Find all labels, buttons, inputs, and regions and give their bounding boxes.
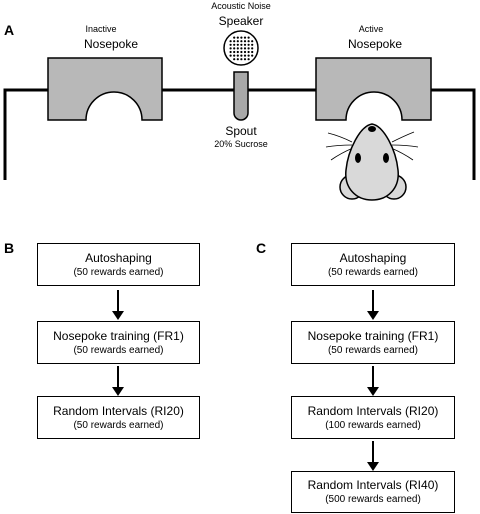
- speaker-grille-dot: [251, 54, 254, 57]
- speaker-grille-dot: [251, 47, 254, 50]
- active-label: Active: [358, 24, 384, 34]
- speaker-grille-dot: [229, 43, 232, 46]
- speaker-grille-dot: [240, 47, 243, 50]
- active-nosepoke-label: Nosepoke: [347, 37, 403, 51]
- c-step-detail: (50 rewards earned): [327, 266, 419, 278]
- speaker-caption: Acoustic Noise: [211, 1, 271, 11]
- speaker-grille-dot: [233, 43, 236, 46]
- b-step-detail: (50 rewards earned): [73, 419, 164, 431]
- speaker-label: Speaker: [218, 14, 264, 28]
- b-step-detail: (50 rewards earned): [73, 266, 164, 278]
- c-step-title: Autoshaping: [339, 250, 407, 265]
- c-step-detail: (100 rewards earned): [325, 419, 421, 431]
- speaker-grille-dot: [229, 40, 232, 43]
- speaker-grille-dot: [247, 54, 250, 57]
- speaker-grille-dot: [240, 36, 243, 39]
- speaker-grille-dot: [229, 54, 232, 57]
- inactive-nosepoke-label: Nosepoke: [83, 37, 139, 51]
- speaker-grille-dot: [243, 50, 247, 54]
- c-step-detail: (500 rewards earned): [325, 494, 421, 505]
- c-step-random-intervals-ri40: Random Intervals (RI40) (500 rewards ear…: [291, 471, 455, 513]
- speaker-grille-dot: [236, 36, 239, 39]
- b-arrow-1: [112, 290, 124, 320]
- speaker-grille-dot: [236, 43, 239, 46]
- speaker-grille-dot: [240, 54, 243, 57]
- speaker-grille-dot: [247, 47, 250, 50]
- speaker-grille-dot: [243, 36, 247, 39]
- b-step-random-intervals-ri20: Random Intervals (RI20) (50 rewards earn…: [37, 396, 200, 439]
- speaker-grille-dot: [233, 36, 236, 39]
- spout: [233, 71, 249, 121]
- spout-label: Spout: [225, 124, 257, 138]
- speaker-grille-dot: [229, 47, 232, 50]
- speaker-grille-dot: [243, 47, 247, 50]
- b-step-title: Nosepoke training (FR1): [53, 328, 184, 343]
- chamber-diagram: [3, 30, 476, 201]
- speaker-grille-dot: [236, 58, 239, 61]
- inactive-label: Inactive: [85, 24, 117, 34]
- speaker-grille-dot: [236, 47, 239, 50]
- b-step-detail: (50 rewards earned): [73, 344, 164, 356]
- b-step-title: Random Intervals (RI20): [53, 403, 184, 418]
- speaker-grille-dot: [247, 43, 250, 46]
- speaker-grille-dot: [243, 40, 247, 43]
- speaker-grille-dot: [251, 43, 254, 46]
- speaker-grille-dot: [233, 47, 236, 50]
- c-step-detail: (50 rewards earned): [327, 344, 419, 356]
- panel-c-letter: C: [256, 240, 267, 256]
- speaker-grille-dot: [240, 40, 243, 43]
- c-step-title: Random Intervals (RI40): [307, 478, 439, 492]
- speaker-grille-dot: [233, 50, 236, 54]
- speaker-grille-dot: [247, 50, 250, 54]
- b-step-autoshaping: Autoshaping (50 rewards earned): [37, 243, 200, 286]
- speaker-grille-dot: [247, 58, 250, 61]
- speaker-grille-dot: [233, 54, 236, 57]
- speaker-grille-dot: [251, 40, 254, 43]
- speaker-grille-dot: [240, 43, 243, 46]
- inactive-nosepoke: [47, 57, 163, 121]
- c-arrow-3: [367, 441, 379, 471]
- c-step-title: Nosepoke training (FR1): [307, 328, 439, 343]
- speaker-grille-dot: [236, 40, 239, 43]
- speaker-grille-dot: [247, 40, 250, 43]
- speaker-grille-dot: [243, 43, 247, 46]
- b-arrow-2: [112, 366, 124, 396]
- c-arrow-2: [367, 366, 379, 396]
- speaker-grille-dot: [243, 58, 247, 61]
- speaker-grille-dot: [236, 50, 239, 54]
- c-arrow-1: [367, 290, 379, 320]
- speaker-grille-dot: [247, 36, 250, 39]
- c-step-nosepoke-training: Nosepoke training (FR1) (50 rewards earn…: [291, 321, 455, 364]
- speaker-grille-dot: [251, 50, 254, 54]
- spout-sucrose-label: 20% Sucrose: [214, 139, 268, 149]
- b-step-title: Autoshaping: [85, 250, 152, 265]
- c-step-autoshaping: Autoshaping (50 rewards earned): [291, 243, 455, 286]
- c-step-title: Random Intervals (RI20): [307, 403, 439, 418]
- active-nosepoke: [315, 57, 432, 121]
- speaker-grille-dot: [240, 58, 243, 61]
- speaker-grille-dot: [236, 54, 239, 57]
- speaker-grille-dot: [233, 40, 236, 43]
- panel-b-letter: B: [4, 240, 15, 256]
- speaker-grille: [229, 36, 254, 61]
- speaker-grille-dot: [240, 50, 243, 54]
- speaker-grille-dot: [233, 58, 236, 61]
- c-step-random-intervals-ri20: Random Intervals (RI20) (100 rewards ear…: [291, 396, 455, 439]
- b-step-nosepoke-training: Nosepoke training (FR1) (50 rewards earn…: [37, 321, 200, 364]
- speaker-grille-dot: [229, 50, 232, 54]
- panel-a-letter: A: [4, 22, 15, 38]
- speaker-grille-dot: [243, 54, 247, 57]
- mouse-icon: [325, 123, 419, 201]
